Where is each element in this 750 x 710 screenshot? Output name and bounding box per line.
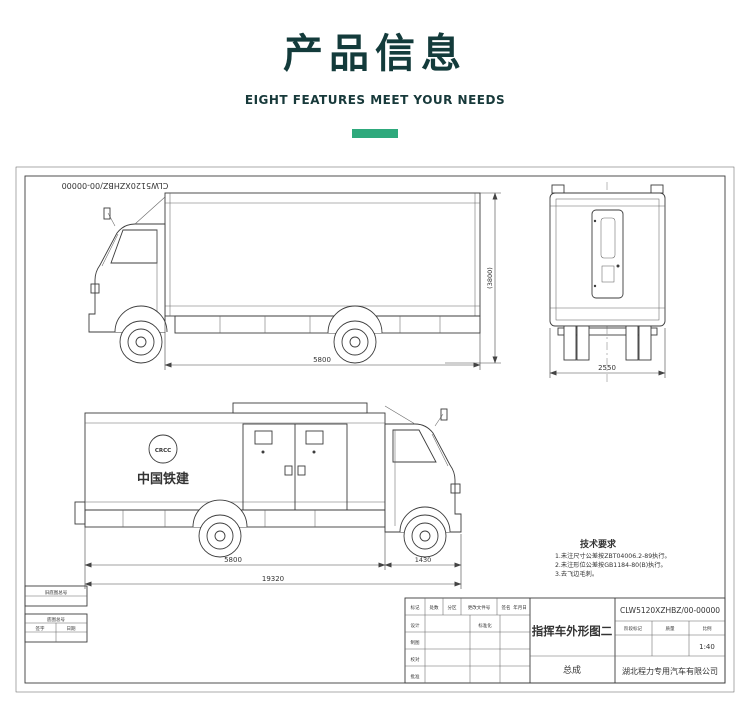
page-subtitle: EIGHT FEATURES MEET YOUR NEEDS [244, 93, 506, 107]
tb-sign: 签名 [502, 604, 511, 611]
dim-top-overall-height: (3800) [486, 267, 494, 289]
tb-zone: 分区 [448, 604, 457, 611]
header: 产品信息 EIGHT FEATURES MEET YOUR NEEDS [0, 0, 750, 138]
tb-doc-no: 更改文件号 [468, 604, 491, 611]
dims-bottom-side-view: 5800 1430 19320 [84, 512, 462, 589]
dim-top-box-length: 5800 [313, 356, 331, 364]
border-tables: 旧底图总号 底图总号 签字 日期 [24, 585, 88, 643]
title-block: 标记 处数 分区 更改文件号 签名 年月日 设计 制图 校对 批准 标准化 指挥… [404, 597, 726, 684]
tb-company: 湖北程力专用汽车有限公司 [622, 666, 718, 676]
truck-side-view-top [88, 192, 481, 364]
sheet-outer-border [15, 166, 735, 693]
tb-assembly: 总成 [563, 664, 581, 676]
tb-stage-label: 阶段标记 [624, 625, 642, 632]
tb-scale-value: 1:40 [699, 643, 715, 651]
dim-bottom-box-length: 5800 [224, 556, 242, 564]
dims-rear-view: 2550 [549, 328, 666, 378]
bt-date: 日期 [67, 626, 76, 632]
truck-side-view-bottom: CRCC 中国铁建 [74, 402, 462, 558]
tb-date: 年月日 [513, 604, 527, 611]
tech-note-3: 3.去飞边毛刺。 [555, 570, 598, 578]
dim-rear-overall-width: 2550 [598, 364, 616, 372]
bt-sign: 签字 [36, 625, 45, 632]
dim-bottom-front-overhang: 1430 [415, 556, 432, 564]
tb-approve: 批准 [411, 673, 420, 680]
tb-scale-label: 比例 [703, 625, 712, 632]
sheet-inner-border [24, 175, 726, 684]
tech-note-1: 1.未注尺寸公差按ZBT04006.2-89执行。 [555, 552, 671, 560]
edge-drawing-number: CLW5120XZHBZ/00-00000 [62, 181, 169, 190]
tb-drawing-title: 指挥车外形图二 [532, 624, 613, 638]
accent-dash [352, 129, 398, 138]
tb-mass-label: 质量 [666, 625, 675, 632]
tb-mark: 标记 [411, 604, 420, 611]
tech-notes-title: 技术要求 [580, 538, 617, 550]
tech-note-2: 2.未注形位公差按GB1184-80(B)执行。 [555, 561, 667, 569]
bt-old-no: 旧底图总号 [45, 589, 68, 596]
truck-rear-view [549, 182, 666, 382]
tb-drawing-number: CLW5120XZHBZ/00-00000 [620, 606, 720, 615]
logo-name: 中国铁建 [137, 471, 189, 487]
tb-check: 校对 [411, 656, 420, 663]
tb-design: 设计 [411, 622, 420, 629]
drawing-canvas: CLW5120XZHBZ/00-00000 [15, 166, 735, 693]
technical-notes: 技术要求 1.未注尺寸公差按ZBT04006.2-89执行。 2.未注形位公差按… [555, 538, 671, 578]
tb-qty: 处数 [430, 604, 439, 611]
bt-base-no: 底图总号 [47, 616, 65, 623]
crcc-emblem-icon: CRCC [155, 448, 171, 454]
page-title: 产品信息 [283, 31, 467, 77]
dims-top-side-view: 5800 (3800) [164, 192, 501, 370]
tb-standard: 标准化 [478, 622, 492, 629]
dim-bottom-overall-length: 19320 [262, 575, 284, 583]
engineering-drawing-sheet: CLW5120XZHBZ/00-00000 [15, 166, 735, 693]
tb-draft: 制图 [411, 639, 420, 646]
